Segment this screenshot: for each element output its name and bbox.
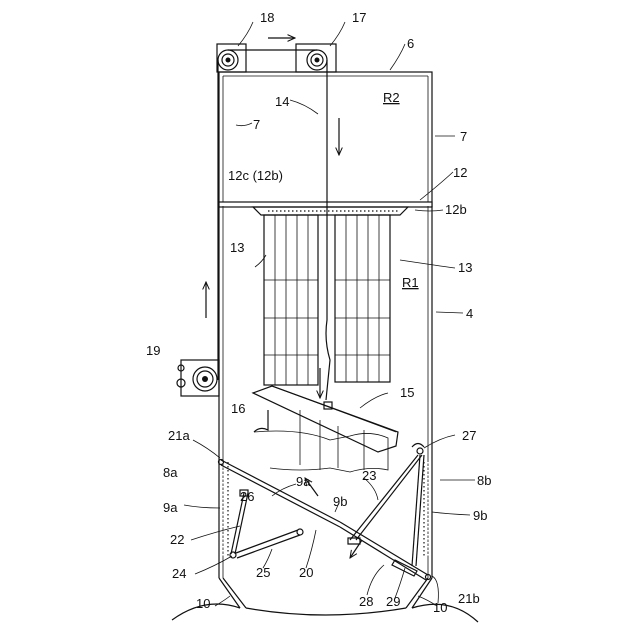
dust-pile-16	[254, 410, 388, 472]
label-R1: R1	[402, 275, 419, 290]
flow-arrows	[206, 38, 362, 558]
label-17: 17	[352, 10, 366, 25]
label-26: 26	[240, 489, 254, 504]
label-9a-lower: 9a	[163, 500, 178, 515]
label-6: 6	[407, 36, 414, 51]
label-9b-upper: 9b	[333, 494, 347, 509]
label-14: 14	[275, 94, 289, 109]
label-7-right: 7	[460, 129, 467, 144]
label-R2: R2	[383, 90, 400, 105]
label-10-left: 10	[196, 596, 210, 611]
label-12: 12	[453, 165, 467, 180]
label-21b: 21b	[458, 591, 480, 606]
label-10-right: 10	[433, 600, 447, 615]
label-20: 20	[299, 565, 313, 580]
label-19: 19	[146, 343, 160, 358]
label-9b-lower: 9b	[473, 508, 487, 523]
label-18: 18	[260, 10, 274, 25]
label-12b: 12b	[445, 202, 467, 217]
label-16: 16	[231, 401, 245, 416]
label-24: 24	[172, 566, 186, 581]
filter-bag-left	[264, 215, 318, 385]
label-25: 25	[256, 565, 270, 580]
label-13-right: 13	[458, 260, 472, 275]
upper-housing	[219, 72, 432, 207]
shaker-plate-15	[253, 386, 398, 452]
side-pulley-19	[177, 360, 219, 396]
label-12c: 12c (12b)	[228, 168, 283, 183]
label-21a: 21a	[168, 428, 190, 443]
label-23: 23	[362, 468, 376, 483]
filter-bag-right	[335, 215, 390, 382]
label-13-left: 13	[230, 240, 244, 255]
door-mechanism	[219, 444, 431, 581]
label-8a: 8a	[163, 465, 178, 480]
label-27: 27	[462, 428, 476, 443]
label-8b: 8b	[477, 473, 491, 488]
label-7-left: 7	[253, 117, 260, 132]
label-4: 4	[466, 306, 473, 321]
label-28: 28	[359, 594, 373, 609]
label-15: 15	[400, 385, 414, 400]
label-9a-upper: 9a	[296, 474, 311, 489]
label-22: 22	[170, 532, 184, 547]
filter-assembly	[253, 207, 408, 385]
label-29: 29	[386, 594, 400, 609]
